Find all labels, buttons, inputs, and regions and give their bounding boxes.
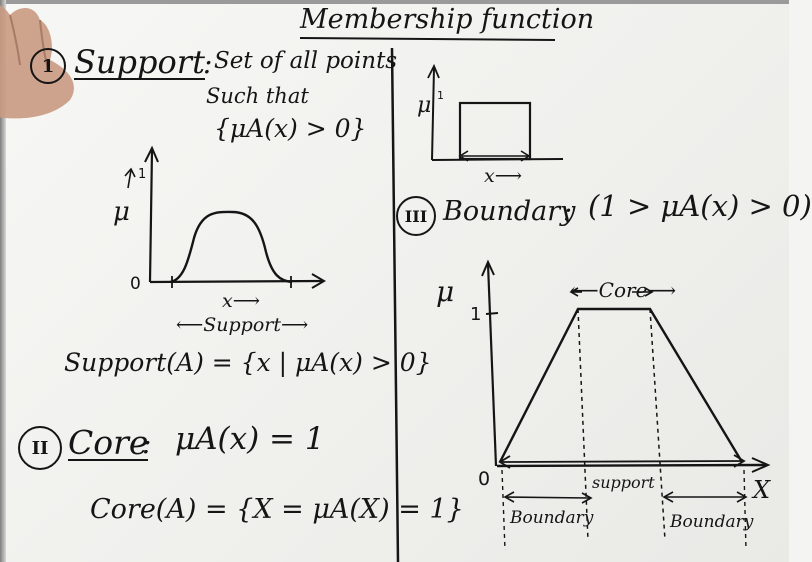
graph1-y-label: μ xyxy=(113,197,130,227)
small-graph-x-label: x⟶ xyxy=(484,165,522,187)
page-title: Membership function xyxy=(300,4,595,35)
support-definition-line-3: {μA(x) > 0} xyxy=(214,114,367,143)
main-graph-support-label: support xyxy=(592,473,655,492)
core-set-formula: Core(A) = {X = μA(X) = 1} xyxy=(90,494,464,525)
small-graph-y-label: μ xyxy=(417,93,432,118)
main-graph-core-label: ⟵Core⟶ xyxy=(570,278,677,302)
graph1-y-arrow xyxy=(144,145,159,163)
support-heading: Support xyxy=(74,43,205,81)
core-dashed-right xyxy=(649,308,666,541)
small-y-axis xyxy=(431,67,435,161)
title-underline xyxy=(299,37,556,41)
crisp-set-graph xyxy=(427,63,564,162)
main-y-axis xyxy=(486,263,498,467)
core-dashed-left xyxy=(577,308,589,541)
section-1-number: 1 xyxy=(30,48,66,84)
support-formula: Support(A) = {x | μA(x) > 0} xyxy=(64,348,432,377)
graph1-y-tick: 1 xyxy=(138,167,147,182)
trapezoid-curve xyxy=(498,307,744,463)
boundary-heading: Boundary xyxy=(443,196,576,227)
main-graph-boundary-left: Boundary xyxy=(510,508,594,528)
support-definition-line-1: Set of all points xyxy=(214,48,398,74)
section-2-number: II xyxy=(18,426,62,470)
column-divider xyxy=(390,47,400,562)
main-graph-y-label: μ xyxy=(436,275,455,308)
section-3-number: III xyxy=(396,196,436,236)
board-frame-left xyxy=(0,0,6,562)
boundary-colon: : xyxy=(563,196,573,227)
graph1-origin: 0 xyxy=(130,274,141,294)
graph1-x-label: x⟶ xyxy=(222,290,260,312)
core-heading: Core xyxy=(68,423,149,462)
graph1-support-label: ⟵Support⟶ xyxy=(176,314,309,336)
main-graph-origin: 0 xyxy=(478,468,491,490)
graph1-y-axis xyxy=(148,149,154,283)
small-graph-y-tick: 1 xyxy=(437,89,444,102)
trapezoid-graph xyxy=(481,259,771,551)
support-definition-line-2: Such that xyxy=(206,84,309,108)
support-graph xyxy=(124,145,326,289)
main-graph-boundary-right: Boundary xyxy=(670,512,754,532)
graph1-x-axis xyxy=(149,279,323,284)
graph1-x-arrow xyxy=(311,273,326,289)
small-rectangle xyxy=(458,101,532,161)
main-graph-y-tick: 1 xyxy=(470,304,482,325)
board-frame-top xyxy=(0,0,789,4)
boundary-formula: (1 > μA(x) > 0) xyxy=(588,189,812,223)
core-colon: : xyxy=(142,427,152,460)
core-membership-formula: μA(x) = 1 xyxy=(175,421,325,457)
main-graph-x-label: X xyxy=(753,476,771,504)
graph1-bell-curve xyxy=(169,210,293,284)
main-x-axis xyxy=(496,463,767,468)
support-colon: : xyxy=(203,47,213,80)
